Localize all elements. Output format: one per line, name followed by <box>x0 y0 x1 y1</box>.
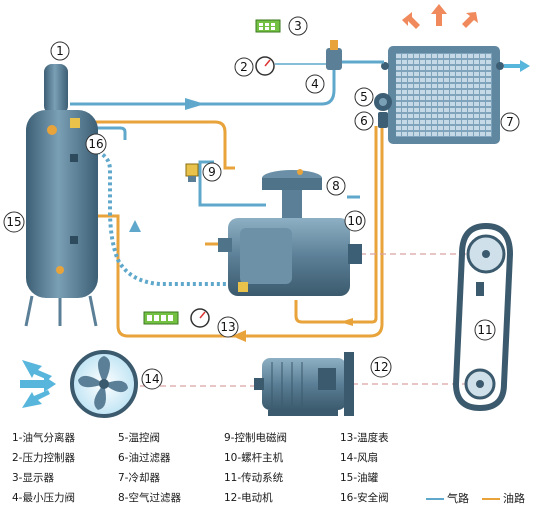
oil-return-arrow <box>129 220 141 232</box>
legend-item-6: 6-油过滤器 <box>118 452 171 464</box>
svg-text:3: 3 <box>294 19 302 33</box>
legend-item-8: 8-空气过滤器 <box>118 492 181 504</box>
air-path-swatch <box>426 498 444 500</box>
display-icon <box>255 19 281 33</box>
air-path-label: 气路 <box>447 492 469 505</box>
svg-text:12: 12 <box>373 360 388 374</box>
pressure-gauge <box>255 56 275 76</box>
svg-text:16: 16 <box>88 137 103 151</box>
callout-10: 10 <box>344 210 366 232</box>
display-panel-2 <box>143 311 179 325</box>
legend-item-11: 11-传动系统 <box>224 472 284 484</box>
callout-11: 11 <box>474 319 496 341</box>
air-outlet-arrow <box>504 60 530 72</box>
legend-item-1: 1-油气分离器 <box>12 432 75 444</box>
screw-compressor <box>218 218 362 296</box>
svg-text:1: 1 <box>56 44 64 58</box>
air-filter <box>262 169 322 218</box>
callout-8: 8 <box>326 176 346 196</box>
svg-text:11: 11 <box>477 323 492 337</box>
callout-3: 3 <box>288 16 308 36</box>
svg-text:9: 9 <box>208 165 216 179</box>
callout-4: 4 <box>305 74 325 94</box>
legend-item-16: 16-安全阀 <box>340 492 389 504</box>
thermometer-gauge <box>190 308 210 328</box>
legend-item-14: 14-风扇 <box>340 452 379 464</box>
oil-filter <box>378 112 388 128</box>
legend-item-5: 5-温控阀 <box>118 432 160 444</box>
legend: 1-油气分离器 2-压力控制器 3-显示器 4-最小压力阀 5-温控阀 6-油过… <box>0 424 538 511</box>
thermostatic-valve <box>374 93 392 111</box>
svg-text:4: 4 <box>311 77 319 91</box>
oil-path-swatch <box>482 498 500 500</box>
oil-flow-arrows <box>232 318 353 342</box>
oil-path-label: 油路 <box>503 492 525 505</box>
electric-motor <box>254 352 354 416</box>
callout-15: 15 <box>3 211 25 233</box>
callout-16: 16 <box>85 133 107 155</box>
legend-item-13: 13-温度表 <box>340 432 389 444</box>
legend-item-3: 3-显示器 <box>12 472 54 484</box>
min-pressure-valve <box>326 40 342 70</box>
legend-item-15: 15-油罐 <box>340 472 379 484</box>
oil-return-line <box>79 146 232 286</box>
intake-air-arrows <box>20 360 56 408</box>
legend-item-7: 7-冷却器 <box>118 472 160 484</box>
oil-separator-tank <box>24 64 98 327</box>
svg-text:13: 13 <box>220 320 235 334</box>
fan <box>70 350 138 418</box>
svg-text:8: 8 <box>332 179 340 193</box>
callout-7: 7 <box>500 112 520 132</box>
svg-text:2: 2 <box>240 60 248 74</box>
legend-item-10: 10-螺杆主机 <box>224 452 284 464</box>
svg-text:7: 7 <box>506 115 514 129</box>
callout-6: 6 <box>354 111 374 131</box>
svg-text:6: 6 <box>360 114 368 128</box>
solenoid-valve <box>185 163 199 182</box>
legend-item-4: 4-最小压力阀 <box>12 492 75 504</box>
legend-item-9: 9-控制电磁阀 <box>224 432 287 444</box>
callout-9: 9 <box>202 162 222 182</box>
callout-labels: 1 2 3 4 5 6 7 8 9 10 11 12 13 14 15 16 <box>3 16 520 390</box>
air-lines <box>70 60 384 207</box>
transmission-belt <box>452 222 514 412</box>
callout-1: 1 <box>50 41 70 61</box>
cooler <box>381 46 504 144</box>
callout-12: 12 <box>370 356 392 378</box>
callout-2: 2 <box>234 57 254 77</box>
legend-item-2: 2-压力控制器 <box>12 452 75 464</box>
svg-text:5: 5 <box>360 90 368 104</box>
svg-text:14: 14 <box>144 372 159 386</box>
callout-14: 14 <box>141 368 163 390</box>
legend-oil-path: 油路 <box>482 490 525 506</box>
heat-arrows <box>402 4 478 29</box>
callout-5: 5 <box>354 87 374 107</box>
svg-text:15: 15 <box>6 215 21 229</box>
safety-valve <box>70 118 80 128</box>
callout-13: 13 <box>217 316 239 338</box>
air-flow-arrow <box>185 98 205 110</box>
oil-lines <box>70 98 390 338</box>
legend-item-12: 12-电动机 <box>224 492 273 504</box>
svg-text:10: 10 <box>347 214 362 228</box>
legend-air-path: 气路 <box>426 490 469 506</box>
